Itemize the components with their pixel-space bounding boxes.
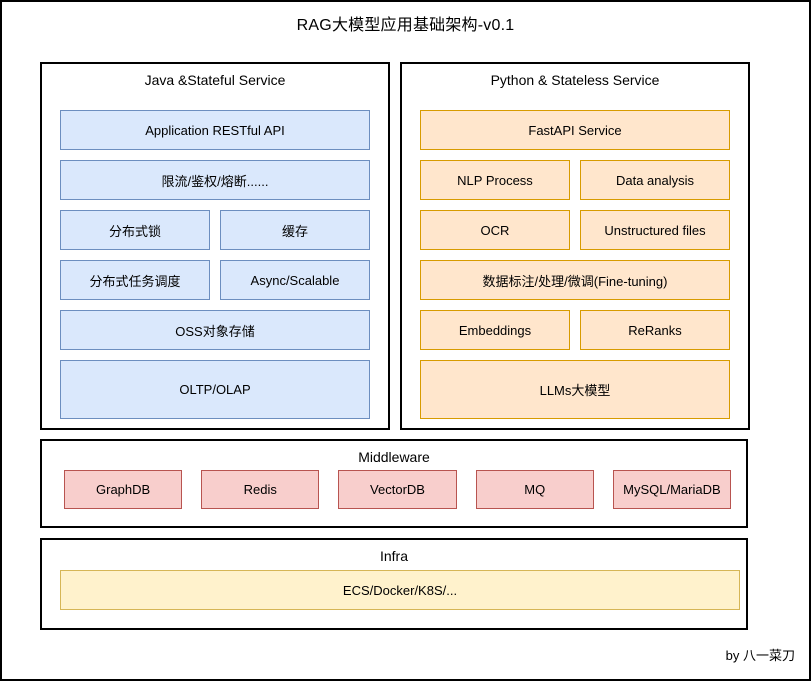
- box-data-analysis: Data analysis: [580, 160, 730, 200]
- box-data-label-finetuning: 数据标注/处理/微调(Fine-tuning): [420, 260, 730, 300]
- panel-infra-title: Infra: [379, 548, 408, 564]
- author-credit: by 八一菜刀: [725, 648, 795, 663]
- panel-infra: Infra ECS/Docker/K8S/...: [40, 538, 748, 630]
- row-embeddings-reranks: Embeddings ReRanks: [420, 310, 730, 350]
- box-unstructured-files: Unstructured files: [580, 210, 730, 250]
- box-ratelimit-auth-circuitbreak: 限流/鉴权/熔断......: [60, 160, 370, 200]
- box-graphdb: GraphDB: [64, 470, 183, 509]
- box-async-scalable: Async/Scalable: [220, 260, 370, 300]
- panel-middleware-title: Middleware: [358, 449, 430, 465]
- panel-java-body: Application RESTful API 限流/鉴权/熔断...... 分…: [60, 110, 370, 419]
- box-redis: Redis: [201, 470, 320, 509]
- panel-python-stateless-service: Python & Stateless Service FastAPI Servi…: [400, 62, 750, 430]
- box-mysql-mariadb: MySQL/MariaDB: [612, 470, 732, 509]
- box-mq: MQ: [475, 470, 594, 509]
- row-scheduler-async: 分布式任务调度 Async/Scalable: [60, 260, 370, 300]
- box-oss-object-storage: OSS对象存储: [60, 310, 370, 350]
- row-lock-cache: 分布式锁 缓存: [60, 210, 370, 250]
- box-distributed-lock: 分布式锁: [60, 210, 210, 250]
- panel-middleware-body: GraphDB Redis VectorDB MQ MySQL/MariaDB: [64, 470, 732, 509]
- box-llms-large-model: LLMs大模型: [420, 360, 730, 419]
- panel-java-title: Java &Stateful Service: [144, 72, 286, 88]
- box-oltp-olap: OLTP/OLAP: [60, 360, 370, 419]
- box-embeddings: Embeddings: [420, 310, 570, 350]
- row-nlp-dataanalysis: NLP Process Data analysis: [420, 160, 730, 200]
- box-reranks: ReRanks: [580, 310, 730, 350]
- row-ocr-unstructured: OCR Unstructured files: [420, 210, 730, 250]
- panel-python-title: Python & Stateless Service: [490, 72, 660, 88]
- box-vectordb: VectorDB: [338, 470, 457, 509]
- panel-java-stateful-service: Java &Stateful Service Application RESTf…: [40, 62, 390, 430]
- panel-middleware: Middleware GraphDB Redis VectorDB MQ MyS…: [40, 439, 748, 528]
- box-application-restful-api: Application RESTful API: [60, 110, 370, 150]
- box-fastapi-service: FastAPI Service: [420, 110, 730, 150]
- panel-python-body: FastAPI Service NLP Process Data analysi…: [420, 110, 730, 419]
- box-distributed-task-scheduler: 分布式任务调度: [60, 260, 210, 300]
- box-cache: 缓存: [220, 210, 370, 250]
- box-ecs-docker-k8s: ECS/Docker/K8S/...: [60, 570, 740, 610]
- box-nlp-process: NLP Process: [420, 160, 570, 200]
- diagram-title: RAG大模型应用基础架构-v0.1: [296, 17, 515, 34]
- box-ocr: OCR: [420, 210, 570, 250]
